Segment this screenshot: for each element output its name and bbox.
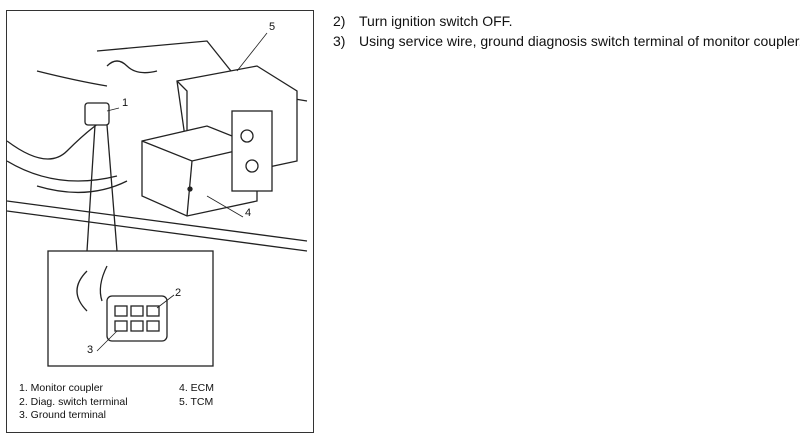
step-text: Turn ignition switch OFF. (359, 13, 513, 29)
callout-5: 5 (269, 21, 276, 33)
ecm-illustration (7, 32, 308, 367)
figure-legend-right: 4. ECM 5. TCM (179, 382, 214, 409)
step-text: Using service wire, ground diagnosis swi… (359, 33, 800, 49)
procedure-steps: 2) Turn ignition switch OFF. 3) Using se… (333, 11, 800, 51)
legend-item: 5. TCM (179, 395, 214, 408)
step-2: 2) Turn ignition switch OFF. (333, 11, 800, 31)
legend-item: 1. Monitor coupler (19, 382, 104, 394)
callout-1: 1 (122, 97, 129, 109)
figure-legend-left: 1. Monitor coupler 2. Diag. switch termi… (19, 382, 128, 423)
callout-3: 3 (87, 344, 94, 356)
callout-4: 4 (245, 207, 252, 219)
callout-2: 2 (175, 287, 182, 299)
monitor-coupler (84, 102, 110, 126)
ecm (141, 125, 258, 217)
legend-item: 4. ECM (179, 382, 215, 394)
ecm-location-figure: 5 1 4 2 3 1. Monitor coupler 2. Diag. sw… (6, 10, 314, 433)
step-number: 2) (333, 13, 346, 29)
step-number: 3) (333, 33, 346, 49)
step-3: 3) Using service wire, ground diagnosis … (333, 31, 800, 51)
legend-item: 3. Ground terminal (19, 409, 106, 421)
legend-item: 2. Diag. switch terminal (19, 395, 128, 408)
floor-line (7, 200, 308, 242)
